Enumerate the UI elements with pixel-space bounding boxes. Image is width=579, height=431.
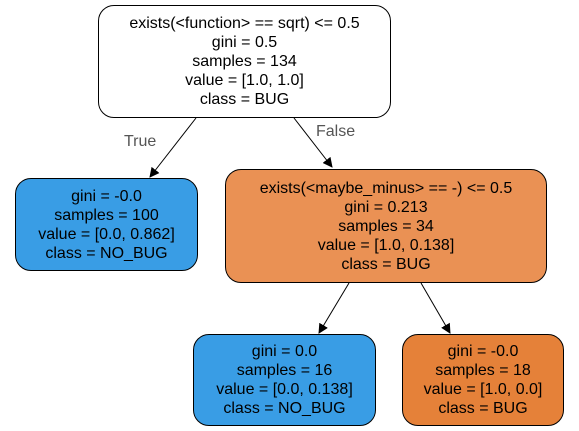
node-line: samples = 18 (435, 362, 531, 379)
node-line: value = [1.0, 0.0] (423, 381, 543, 398)
tree-node-right-right-leaf[interactable]: gini = -0.0 samples = 18 value = [1.0, 0… (402, 334, 564, 426)
node-line: exists(<maybe_minus> == -) <= 0.5 (259, 179, 513, 197)
node-line: class = BUG (199, 91, 290, 108)
node-line: class = NO_BUG (223, 400, 346, 417)
node-line: value = [0.0, 0.862] (38, 225, 175, 243)
node-line: samples = 16 (236, 362, 333, 379)
tree-node-root[interactable]: exists(<function> == sqrt) <= 0.5 gini =… (98, 5, 391, 118)
node-line: value = [1.0, 0.138] (317, 236, 455, 254)
edge-label-false: False (316, 123, 356, 140)
edge-label-true: True (124, 133, 157, 150)
tree-node-right-split[interactable]: exists(<maybe_minus> == -) <= 0.5 gini =… (225, 169, 547, 283)
node-line: class = NO_BUG (45, 244, 168, 262)
node-line: gini = 0.5 (211, 34, 278, 51)
node-line: class = BUG (341, 255, 431, 273)
node-line: gini = -0.0 (71, 187, 142, 205)
tree-node-right-left-leaf[interactable]: gini = 0.0 samples = 16 value = [0.0, 0.… (193, 334, 376, 426)
tree-node-left-leaf[interactable]: gini = -0.0 samples = 100 value = [0.0, … (15, 178, 198, 271)
edge-right-rightright (420, 282, 451, 334)
node-line: samples = 34 (338, 217, 434, 235)
node-line: samples = 100 (54, 206, 159, 224)
node-line: gini = -0.0 (447, 343, 519, 360)
node-line: value = [1.0, 1.0] (185, 72, 304, 89)
node-line: exists(<function> == sqrt) <= 0.5 (129, 15, 360, 32)
node-line: gini = 0.0 (251, 343, 318, 360)
node-line: gini = 0.213 (344, 198, 428, 216)
node-line: value = [0.0, 0.138] (216, 381, 353, 398)
edge-right-rightleft (318, 282, 350, 334)
edge-root-left (149, 117, 197, 178)
node-line: class = BUG (438, 400, 528, 417)
edge-root-right (293, 117, 333, 168)
node-line: samples = 134 (192, 53, 297, 70)
